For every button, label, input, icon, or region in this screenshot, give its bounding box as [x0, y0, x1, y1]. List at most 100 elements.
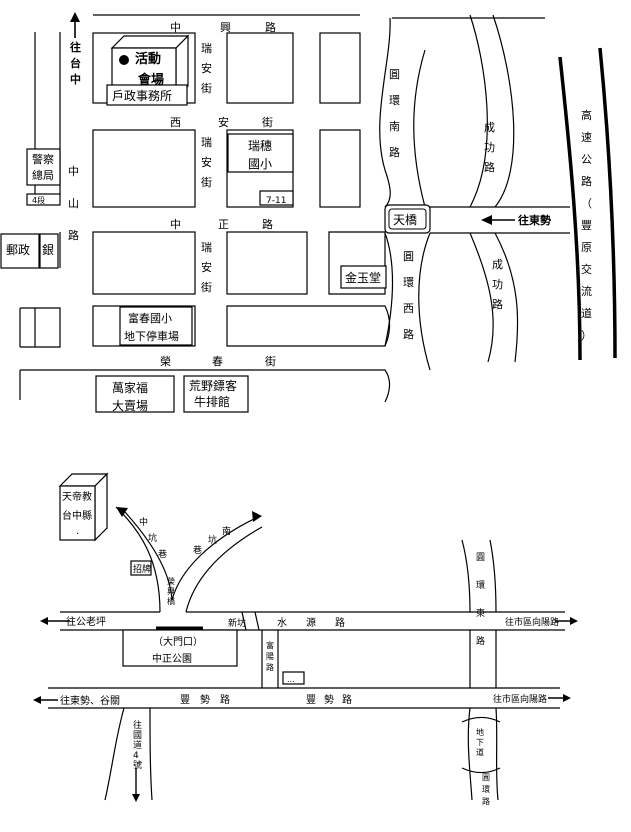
store-711-label: 7-11: [266, 196, 286, 206]
road-fengshi-char: 勢: [200, 693, 210, 706]
nw-arrow-head: [116, 507, 128, 517]
to-city-label-1: 往市區向陽路: [505, 616, 559, 628]
to-taichung-char: 中: [70, 72, 81, 86]
road-ruian-char: 街: [201, 81, 212, 95]
jinyutang-label: 金玉堂: [345, 270, 381, 285]
fuchun-label-1: 富春國小: [128, 311, 172, 325]
road-xian-char: 街: [262, 115, 273, 129]
road-edge: [494, 232, 519, 363]
road-ruian-char: 安: [201, 260, 212, 274]
road-edge: [379, 17, 391, 208]
huangye-label-2: 牛排館: [194, 394, 230, 409]
store-711-box: [259, 190, 294, 206]
road-edge: [413, 49, 426, 208]
road-zhongshan-char: 路: [68, 229, 79, 242]
road-fuyang-char: 路: [266, 662, 274, 672]
road-fengshi-char: 豐: [306, 693, 316, 706]
road-yuanhuan-dong-char: 環: [476, 580, 485, 591]
road-highway-char: 路: [581, 175, 592, 188]
wanjiafu-label-1: 萬家福: [112, 380, 148, 395]
to-freeway4-char: 往: [133, 719, 142, 731]
zhaopai-label: 招牌: [133, 563, 151, 575]
church-label-3: .: [76, 526, 79, 537]
post-office-box: [0, 233, 40, 269]
household-office-box: [106, 84, 188, 106]
jinyutang-box: [340, 265, 387, 289]
road-shuiyuan-char: 源: [306, 616, 316, 629]
road-yuanhuan-char: 路: [482, 796, 490, 806]
tianqiao-label: 天橋: [393, 213, 417, 227]
road-edge: [495, 707, 499, 801]
highway-line: [558, 56, 582, 361]
ne-arrow-head: [252, 511, 262, 522]
road-fengshi-char: 勢: [324, 693, 334, 706]
underpass-char: 地: [476, 727, 484, 737]
road-chenggong-char: 路: [492, 298, 503, 311]
road-edge: [418, 232, 431, 371]
road-zhongxing-char: 路: [265, 21, 276, 34]
road-edge: [254, 611, 260, 631]
road-fuyang-char: 陽: [266, 652, 274, 661]
road-yuanhuan-nan-char: 南: [389, 120, 400, 133]
huangye-box: [183, 375, 249, 413]
underpass-mark: [461, 716, 501, 723]
activity-label: 活動: [135, 51, 161, 67]
road-zhongkeng-char: 巷: [158, 549, 167, 560]
road-zhongzheng-char: 中: [170, 218, 181, 231]
road-edge: [241, 611, 247, 631]
road-fengshi-char: 路: [342, 693, 352, 706]
road-yuanhuan-xi-char: 西: [403, 302, 414, 315]
bank-box: [39, 233, 59, 269]
road-chenggong-char: 功: [484, 141, 495, 154]
road-xian-char: 西: [170, 116, 181, 129]
road-edge: [492, 14, 515, 208]
police-label-2: 總局: [32, 168, 54, 182]
main-gate-label: （大門口）: [153, 635, 203, 648]
city-block: [328, 231, 386, 295]
ruisui-label-1: 瑞穗: [248, 139, 272, 153]
map2-frame: [32, 464, 581, 811]
small-sign-box: [26, 193, 61, 206]
underpass-char: 道: [476, 747, 484, 757]
road-highway-char: 道: [581, 306, 592, 320]
road-highway-char: 流: [581, 284, 592, 298]
city-block: [319, 129, 361, 208]
household-office-label: 戶政事務所: [112, 89, 172, 103]
road-yuanhuan-dong-char: 路: [476, 635, 485, 647]
city-block: [92, 129, 196, 208]
west-arrow-2-head: [33, 696, 41, 704]
road-zhongkeng-char: 坑: [148, 532, 157, 544]
road-fengshi-char: 豐: [180, 693, 190, 706]
small-box-label: ...: [287, 675, 295, 684]
road-edge: [384, 232, 394, 347]
road-highway-char: 豐: [581, 219, 592, 232]
highway-line: [598, 47, 617, 359]
small-sign-label: 4段: [32, 195, 45, 205]
to-city-label-2: 往市區向陽路: [493, 693, 547, 705]
fuchun-box: [119, 306, 193, 346]
park-label: 中正公園: [152, 652, 192, 665]
wanjiafu-label-2: 大賣場: [112, 398, 148, 413]
tianqiao-box: [384, 204, 431, 234]
underpass-char: 下: [476, 738, 484, 747]
road-highway-char: （: [581, 197, 592, 210]
road-ruian-char: 街: [201, 175, 212, 189]
xinfang-label: 新坊: [228, 617, 246, 629]
activity-building-top: [110, 35, 190, 49]
road-zhongzheng-char: 正: [218, 218, 229, 231]
road-rongxing-bridge-char: 榮: [167, 576, 175, 586]
road-rongxing-bridge-char: 興: [167, 586, 175, 596]
road-fengshi-char: 路: [220, 693, 230, 706]
road-ruian-char: 安: [201, 61, 212, 75]
road-highway-char: 原: [581, 241, 592, 254]
police-label-1: 警察: [32, 152, 54, 166]
road-zhongkeng-char: 中: [139, 516, 148, 528]
zhaopai-box: [130, 560, 152, 576]
west-arrow-head: [40, 617, 48, 625]
church-side: [94, 472, 108, 542]
small-box: [282, 671, 305, 685]
road-zhongxing-char: 興: [220, 21, 231, 34]
road-yuanhuan-nan-char: 環: [389, 94, 400, 107]
